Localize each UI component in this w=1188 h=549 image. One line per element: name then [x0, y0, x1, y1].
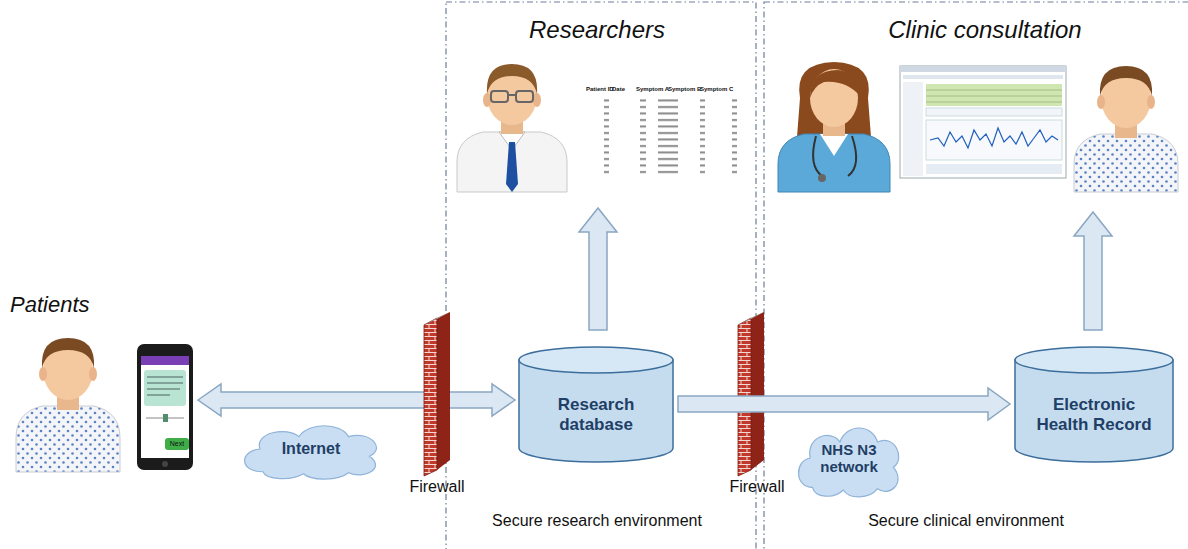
network-cloud: Internet: [236, 418, 386, 480]
section-heading: Clinic consultation: [888, 16, 1081, 44]
node-label: Internet: [282, 440, 341, 458]
two-way-arrow: [198, 384, 515, 416]
network-cloud: NHS N3 network: [792, 418, 906, 498]
table-header: Symptom B: [668, 86, 701, 92]
node-label: NHS N3 network: [818, 441, 880, 476]
firewall-label: Firewall: [409, 478, 464, 496]
section-heading: Researchers: [529, 16, 665, 44]
database-cylinder: Research database: [518, 346, 674, 462]
node-label: Research database: [534, 395, 658, 434]
block-arrow: [678, 388, 1010, 420]
environment-label: Secure research environment: [492, 512, 702, 530]
data-table: [583, 84, 746, 176]
up-arrow: [1074, 212, 1112, 330]
button-label: Next: [170, 440, 184, 447]
table-header: Symptom C: [700, 86, 733, 92]
clinical-environment-frame: [764, 2, 1188, 549]
table-header: Patient ID: [586, 86, 614, 92]
firewall-label: Firewall: [729, 478, 784, 496]
node-label: Electronic Health Record: [1030, 395, 1158, 434]
table-header: Symptom A: [636, 86, 669, 92]
ehr-screenshot: [900, 66, 1066, 178]
environment-label: Secure clinical environment: [868, 512, 1064, 530]
database-cylinder: Electronic Health Record: [1014, 346, 1174, 462]
section-heading: Patients: [10, 292, 90, 318]
phone-icon: [137, 344, 193, 470]
researcher-icon: [457, 64, 567, 192]
research-environment-frame: [446, 2, 756, 549]
patient-icon: [1074, 66, 1178, 192]
patient-icon: [16, 338, 120, 472]
table-header: Date: [612, 86, 625, 92]
firewall-wall: [738, 312, 764, 476]
doctor-icon: [778, 62, 890, 192]
up-arrow: [579, 208, 617, 330]
firewall-wall: [424, 312, 450, 476]
